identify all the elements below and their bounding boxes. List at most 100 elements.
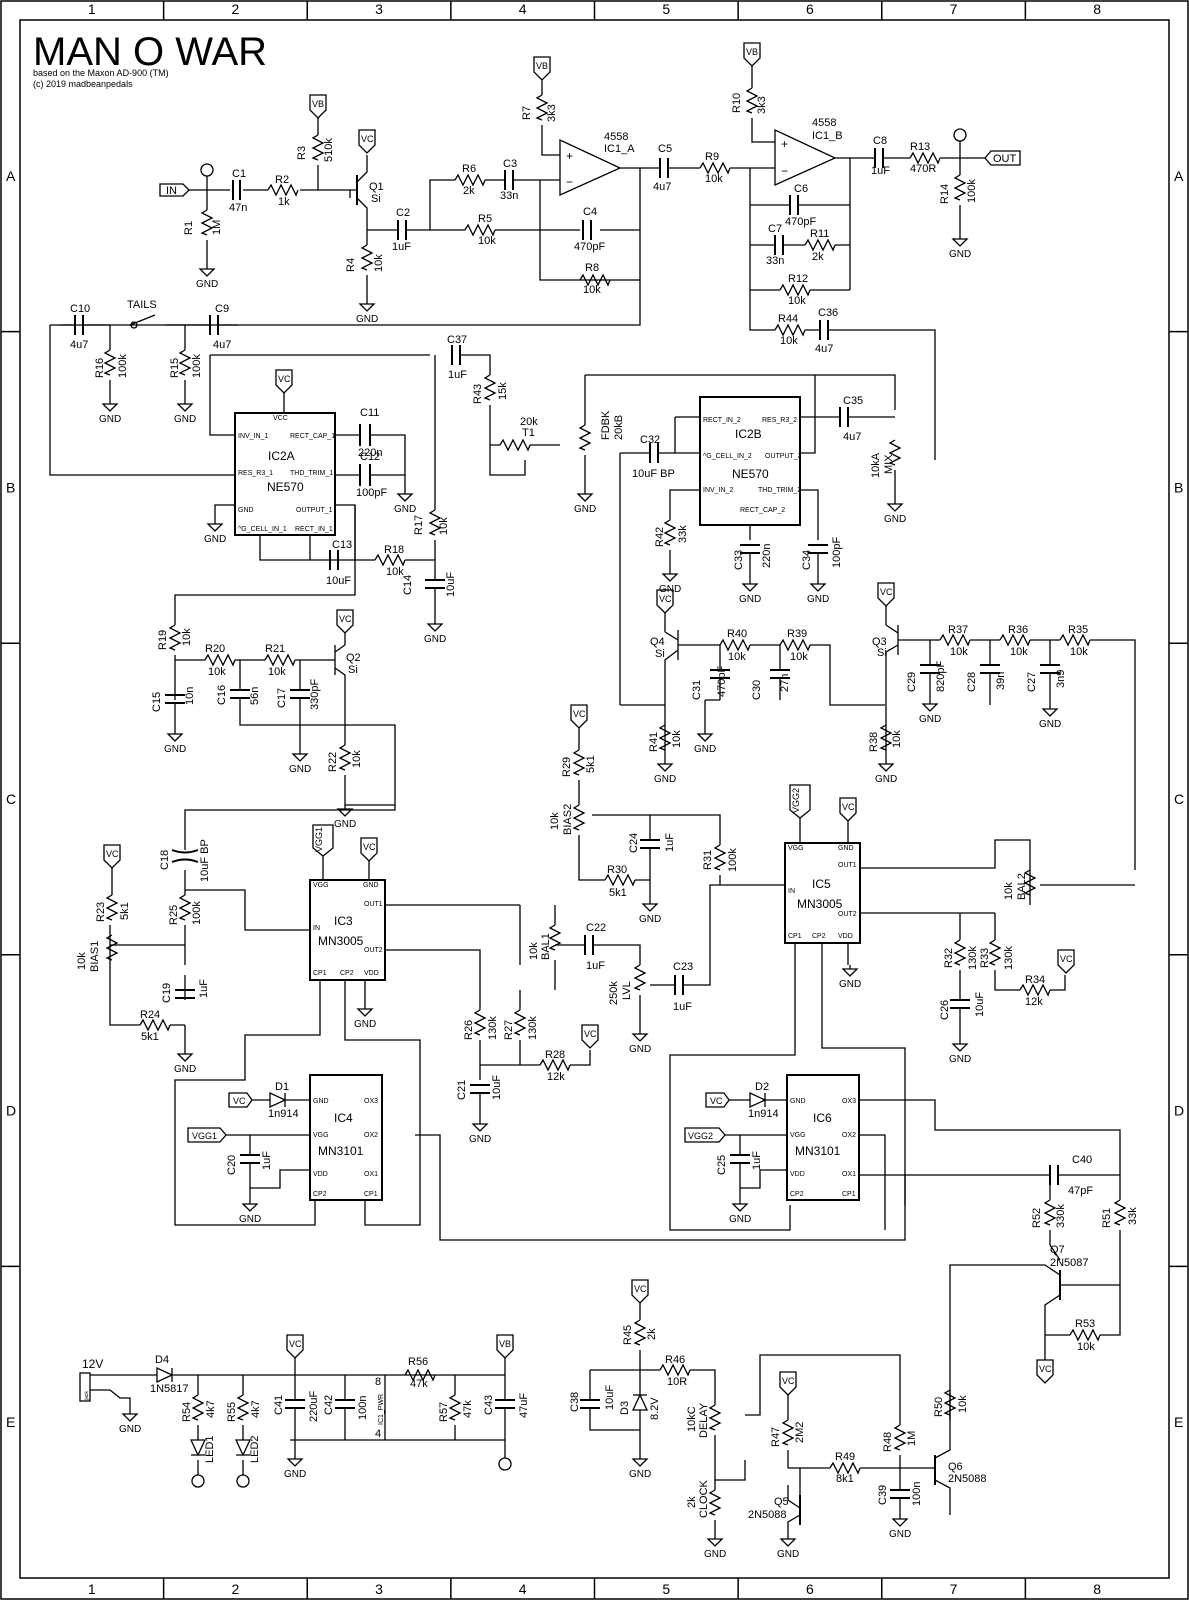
svg-text:4u7: 4u7 [815,343,833,355]
svg-text:R12: R12 [788,273,808,285]
ground-icon: GND [424,620,446,645]
svg-text:VC: VC [363,842,376,852]
vc-port: VC [286,1334,304,1359]
svg-text:GND: GND [239,1214,261,1225]
svg-text:BAL2: BAL2 [1016,873,1028,900]
zone-column-label: 5 [662,1,670,17]
svg-text:8: 8 [375,1376,381,1388]
svg-text:GND: GND [313,1098,329,1105]
svg-text:4u7: 4u7 [213,339,231,351]
svg-text:10k: 10k [671,730,683,748]
svg-text:VGG1: VGG1 [192,1131,217,1141]
zone-column-label: 6 [806,1581,814,1597]
zone-column-label: 8 [1093,1581,1101,1597]
ic3-mn3005: C18 10uF BP R25 100k C19 1uF VC R23 5k1 … [76,805,785,1226]
svg-text:VC: VC [573,709,586,719]
ic5-mn3005: VC R29 5k1 10k BIAS2 R31 100k C24 1uF R3… [415,704,1135,1241]
svg-text:R48: R48 [882,1432,894,1452]
svg-text:FDBK: FDBK [600,410,612,440]
svg-text:GND: GND [654,774,676,785]
svg-text:CP1: CP1 [842,1191,856,1198]
svg-text:1n914: 1n914 [748,1108,779,1120]
copyright: (c) 2019 madbeanpedals [33,79,133,89]
svg-text:4u7: 4u7 [70,339,88,351]
svg-text:C29: C29 [906,672,918,692]
vc-port: VC [228,1092,253,1108]
svg-text:100pF: 100pF [831,537,843,568]
svg-text:C3: C3 [503,158,517,170]
svg-text:2N5088: 2N5088 [748,1509,787,1521]
svg-text:R18: R18 [384,544,404,556]
svg-text:VDD: VDD [313,1171,328,1178]
svg-text:VGG: VGG [788,845,804,852]
svg-text:C11: C11 [360,407,379,419]
dc-jack[interactable] [79,1372,91,1402]
svg-text:Q7: Q7 [1050,1244,1065,1256]
svg-text:GND: GND [363,882,379,889]
ground-icon: GND [99,400,121,425]
svg-text:C12: C12 [360,451,380,463]
zone-column-label: 5 [662,1581,670,1597]
svg-text:IC1_A: IC1_A [604,143,635,155]
svg-text:100k: 100k [727,848,739,872]
svg-text:100k: 100k [191,354,203,378]
svg-text:10k: 10k [957,1395,969,1413]
svg-text:GND: GND [174,1064,196,1075]
svg-text:OUT2: OUT2 [838,911,857,918]
svg-text:Si: Si [371,193,381,205]
svg-text:C35: C35 [843,395,863,407]
svg-text:+: + [781,137,788,151]
vc-port: VC [839,797,857,822]
svg-text:5k1: 5k1 [585,755,597,773]
vc-port: VC [103,844,121,869]
svg-text:5k1: 5k1 [141,1031,159,1043]
output-port[interactable]: OUT [984,150,1021,166]
svg-text:Si: Si [348,664,358,676]
svg-text:10k: 10k [351,750,363,768]
svg-text:IC2A: IC2A [268,449,295,463]
input-port[interactable]: IN [159,183,190,197]
ground-icon: GND [394,490,416,515]
svg-text:R2: R2 [275,174,289,186]
svg-text:VGG2: VGG2 [688,1131,713,1141]
svg-text:10k: 10k [780,335,798,347]
svg-text:330k: 330k [1055,1204,1067,1228]
vb-port: VB [496,1334,514,1359]
svg-text:Si: Si [877,647,887,659]
svg-text:VC: VC [634,1284,647,1294]
svg-text:3n9: 3n9 [1055,670,1067,688]
vgg2-port: VGG2 [789,784,811,819]
svg-text:100n: 100n [911,1482,923,1506]
svg-text:10k: 10k [1003,882,1015,900]
svg-text:VGG: VGG [313,1132,329,1139]
svg-text:R14: R14 [939,184,951,204]
svg-text:CLOCK: CLOCK [698,1479,710,1518]
svg-text:BAL1: BAL1 [540,933,552,960]
ground-icon: GND [174,400,196,425]
svg-text:R33: R33 [979,948,991,968]
svg-text:GND: GND [174,414,196,425]
svg-text:12V: 12V [82,1357,103,1371]
svg-text:12k: 12k [547,1071,565,1083]
ground-icon: GND [884,500,906,525]
svg-text:THD_TRIM_1: THD_TRIM_1 [290,470,333,477]
svg-text:3k3: 3k3 [756,96,768,114]
svg-text:C9: C9 [215,303,229,315]
svg-text:BIAS2: BIAS2 [562,804,574,835]
svg-text:10uF BP: 10uF BP [632,468,675,480]
svg-text:R39: R39 [787,628,807,640]
svg-text:4u7: 4u7 [843,431,861,443]
svg-text:NE570: NE570 [267,480,304,494]
svg-text:R54: R54 [181,1402,193,1422]
svg-text:C42: C42 [323,1395,335,1415]
svg-text:R31: R31 [702,850,714,870]
svg-text:GND: GND [394,504,416,515]
svg-text:IN: IN [788,888,795,895]
svg-text:C32: C32 [640,434,660,446]
svg-text:10k: 10k [950,646,968,658]
svg-text:OUTPUT_1: OUTPUT_1 [296,507,333,514]
